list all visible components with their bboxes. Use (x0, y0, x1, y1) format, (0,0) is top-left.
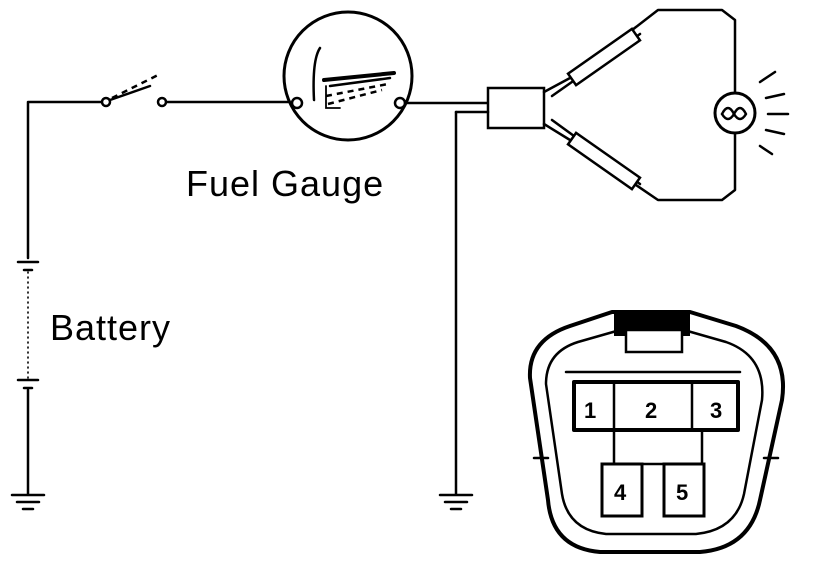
pin-2-label: 2 (645, 398, 657, 423)
pin-1-label: 1 (584, 398, 596, 423)
battery-symbol (16, 260, 40, 496)
battery-label: Battery (50, 307, 171, 348)
ground-symbol-right (438, 493, 474, 511)
pin-4-cavity (600, 462, 644, 518)
pin-4-label: 4 (614, 480, 627, 505)
fuel-warning-assembly (542, 8, 737, 202)
ground-symbol-left (10, 493, 46, 511)
supply-wire-left (26, 100, 106, 260)
connector-face: 1 2 3 4 5 (527, 310, 785, 554)
fuel-gauge-label: Fuel Gauge (186, 163, 384, 204)
warning-bulb (713, 70, 790, 156)
pin-3-label: 3 (710, 398, 722, 423)
pin-5-cavity (662, 462, 706, 518)
fuel-gauge (282, 10, 414, 142)
ignition-switch (100, 73, 168, 108)
pin-5-label: 5 (676, 480, 688, 505)
sender-connector (454, 86, 546, 130)
